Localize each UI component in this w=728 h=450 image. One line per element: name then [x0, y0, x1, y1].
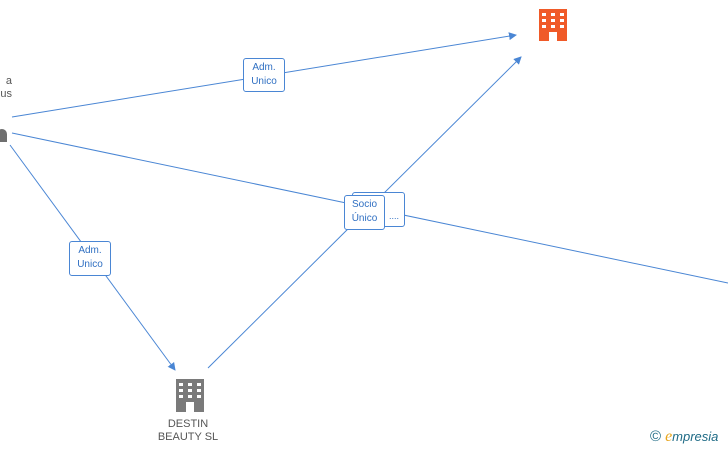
company-name-line1: DESTIN: [167, 418, 209, 430]
person-name-line1: a: [5, 75, 12, 87]
edge-label-hidden-text: ....: [388, 211, 399, 221]
person-name-label[interactable]: a us: [0, 75, 12, 101]
edge-label-line2: Único: [351, 213, 378, 224]
company-name-line2: BEAUTY SL: [157, 431, 219, 443]
copyright-symbol: ©: [650, 428, 662, 445]
edge-label-adm-unico-left[interactable]: Adm. Unico: [69, 241, 111, 276]
edge-label-socio-unico[interactable]: Socio Único: [344, 195, 385, 230]
brand-logo: ©empresia: [650, 428, 718, 446]
edge-label-line2: Unico: [251, 76, 277, 87]
brand-e-letter: e: [665, 428, 673, 445]
edge-label-line2: Unico: [77, 259, 103, 270]
company-name-label[interactable]: DESTIN BEAUTY SL: [150, 418, 226, 444]
person-name-line2: us: [0, 88, 12, 100]
edge-label-line1: Adm.: [252, 62, 276, 73]
brand-name-rest: mpresia: [672, 429, 719, 444]
edge-label-adm-unico-top[interactable]: Adm. Unico: [243, 58, 285, 92]
edge-label-line1: Adm.: [78, 245, 102, 256]
company-building-icon-highlight[interactable]: [539, 9, 567, 41]
person-icon[interactable]: [0, 129, 7, 142]
edge-label-line1: Socio: [351, 199, 377, 210]
company-building-icon[interactable]: [176, 379, 204, 412]
